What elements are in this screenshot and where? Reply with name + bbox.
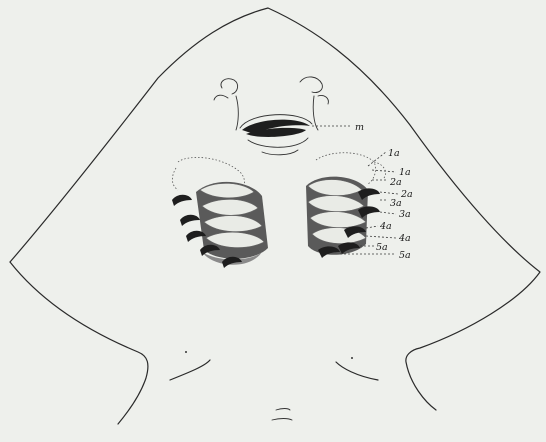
label-2a-lower: 2a (400, 189, 413, 200)
body-outline-left-lower (10, 262, 148, 424)
dot-left (185, 351, 187, 353)
label-5a-lower: 5a (399, 250, 411, 261)
leader-2a-lower (380, 192, 398, 194)
gill-group-right (306, 153, 386, 258)
label-3a-lower: 3a (399, 209, 411, 220)
body-outline (10, 8, 540, 410)
label-5a-upper: 5a (376, 242, 388, 253)
label-3a-upper: 3a (390, 198, 402, 209)
pelvic-fin-right (336, 362, 378, 380)
mouth (240, 115, 312, 155)
label-mouth: m (355, 122, 364, 133)
leader-3a-lower (380, 212, 396, 214)
right-nostril (300, 77, 328, 130)
gill-group-left (172, 157, 268, 268)
dot-right (351, 357, 353, 359)
label-4a-upper: 4a (379, 221, 392, 232)
label-1a-upper: 1a (388, 148, 400, 159)
label-2a-upper: 2a (389, 177, 402, 188)
left-nostril (214, 79, 238, 130)
leader-4a-upper (366, 226, 378, 228)
label-4a-lower: 4a (398, 233, 411, 244)
pelvic-fin-left (170, 360, 210, 380)
leader-4a-lower (366, 236, 396, 238)
vent-mark (272, 409, 292, 421)
